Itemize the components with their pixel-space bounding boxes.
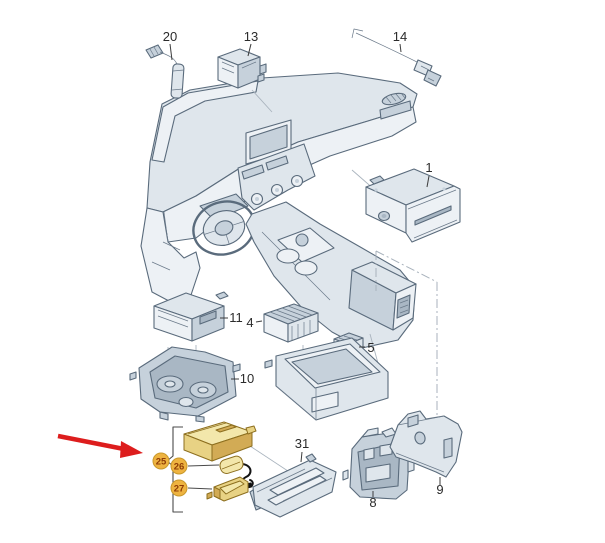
dashboard-illustration bbox=[140, 72, 418, 349]
part-1-radio-unit bbox=[365, 168, 461, 243]
callout-leaders bbox=[169, 43, 441, 497]
badge-25[interactable]: 25 bbox=[152, 452, 170, 470]
callout-13[interactable]: 13 bbox=[244, 29, 258, 44]
badge-27-line bbox=[187, 487, 213, 490]
callout-31[interactable]: 31 bbox=[295, 436, 309, 451]
armrest bbox=[348, 261, 417, 331]
badge-25-label[interactable]: 25 bbox=[156, 457, 167, 468]
badge-27[interactable]: 27 bbox=[170, 479, 188, 497]
radio-cd-slot bbox=[414, 205, 452, 226]
console-storage-bin bbox=[264, 337, 389, 421]
badge-26[interactable]: 26 bbox=[170, 457, 188, 475]
part-14-antenna-cable bbox=[351, 28, 442, 87]
part-13-interface-module bbox=[217, 48, 267, 89]
callout-20[interactable]: 20 bbox=[163, 29, 177, 44]
climate-control-stack bbox=[237, 143, 316, 211]
arrow-head bbox=[120, 441, 143, 458]
badge-26-label[interactable]: 26 bbox=[174, 462, 185, 473]
part-10-mounting-tray bbox=[129, 346, 241, 423]
part-25-highlight-module bbox=[183, 421, 257, 462]
callout-9[interactable]: 9 bbox=[436, 482, 443, 497]
callout-4[interactable]: 4 bbox=[246, 315, 253, 330]
part-27-highlight-holder bbox=[206, 476, 249, 502]
highlight-arrow bbox=[57, 433, 143, 458]
callout-10[interactable]: 10 bbox=[240, 371, 254, 386]
steering-column bbox=[199, 193, 249, 221]
callout-5[interactable]: 5 bbox=[367, 340, 374, 355]
callout-14[interactable]: 14 bbox=[393, 29, 407, 44]
windshield-edge bbox=[151, 80, 259, 163]
callout-11[interactable]: 11 bbox=[229, 310, 243, 325]
badge-27-label[interactable]: 27 bbox=[174, 484, 185, 495]
callout-1[interactable]: 1 bbox=[425, 160, 432, 175]
dash-right-vent bbox=[379, 92, 412, 120]
callout-8[interactable]: 8 bbox=[369, 495, 376, 510]
part-20-cable bbox=[145, 44, 185, 99]
part-11-control-unit bbox=[153, 291, 229, 342]
arrow-shaft bbox=[57, 433, 125, 452]
part-31-mounting-frame bbox=[249, 453, 337, 518]
badge-26-line bbox=[187, 464, 220, 467]
lower-left-dash bbox=[140, 207, 201, 311]
part-4-control-module bbox=[263, 303, 319, 343]
part-9-mounting-bracket bbox=[389, 410, 463, 478]
